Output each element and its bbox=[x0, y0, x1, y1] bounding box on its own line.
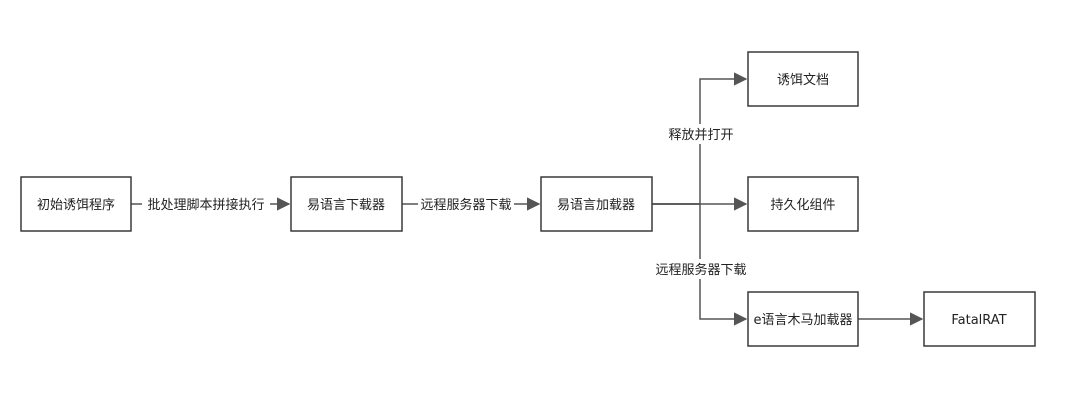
edge-label-remote-download-1: 远程服务器下载 bbox=[420, 197, 511, 213]
node-label-persistence: 持久化组件 bbox=[770, 198, 835, 213]
edge-label-batch-exec: 批处理脚本拼接执行 bbox=[147, 197, 264, 213]
node-e-downloader: 易语言下载器 bbox=[290, 176, 403, 232]
edge-label-release-open: 释放并打开 bbox=[668, 128, 733, 143]
node-label-fatalrat: FatalRAT bbox=[951, 313, 1006, 328]
node-persistence: 持久化组件 bbox=[747, 176, 859, 232]
node-label-e-trojan-loader: e语言木马加载器 bbox=[754, 313, 853, 328]
node-lure-doc: 诱饵文档 bbox=[747, 51, 859, 107]
node-label-e-loader: 易语言加载器 bbox=[557, 198, 635, 213]
edge-label-remote-download-2: 远程服务器下载 bbox=[655, 262, 746, 278]
node-initial-lure: 初始诱饵程序 bbox=[20, 176, 132, 232]
node-e-loader: 易语言加载器 bbox=[540, 176, 653, 232]
node-fatalrat: FatalRAT bbox=[923, 291, 1036, 347]
node-label-e-downloader: 易语言下载器 bbox=[307, 198, 385, 213]
node-e-trojan-loader: e语言木马加载器 bbox=[747, 291, 859, 347]
node-label-initial-lure: 初始诱饵程序 bbox=[37, 198, 115, 213]
node-label-lure-doc: 诱饵文档 bbox=[777, 73, 829, 88]
